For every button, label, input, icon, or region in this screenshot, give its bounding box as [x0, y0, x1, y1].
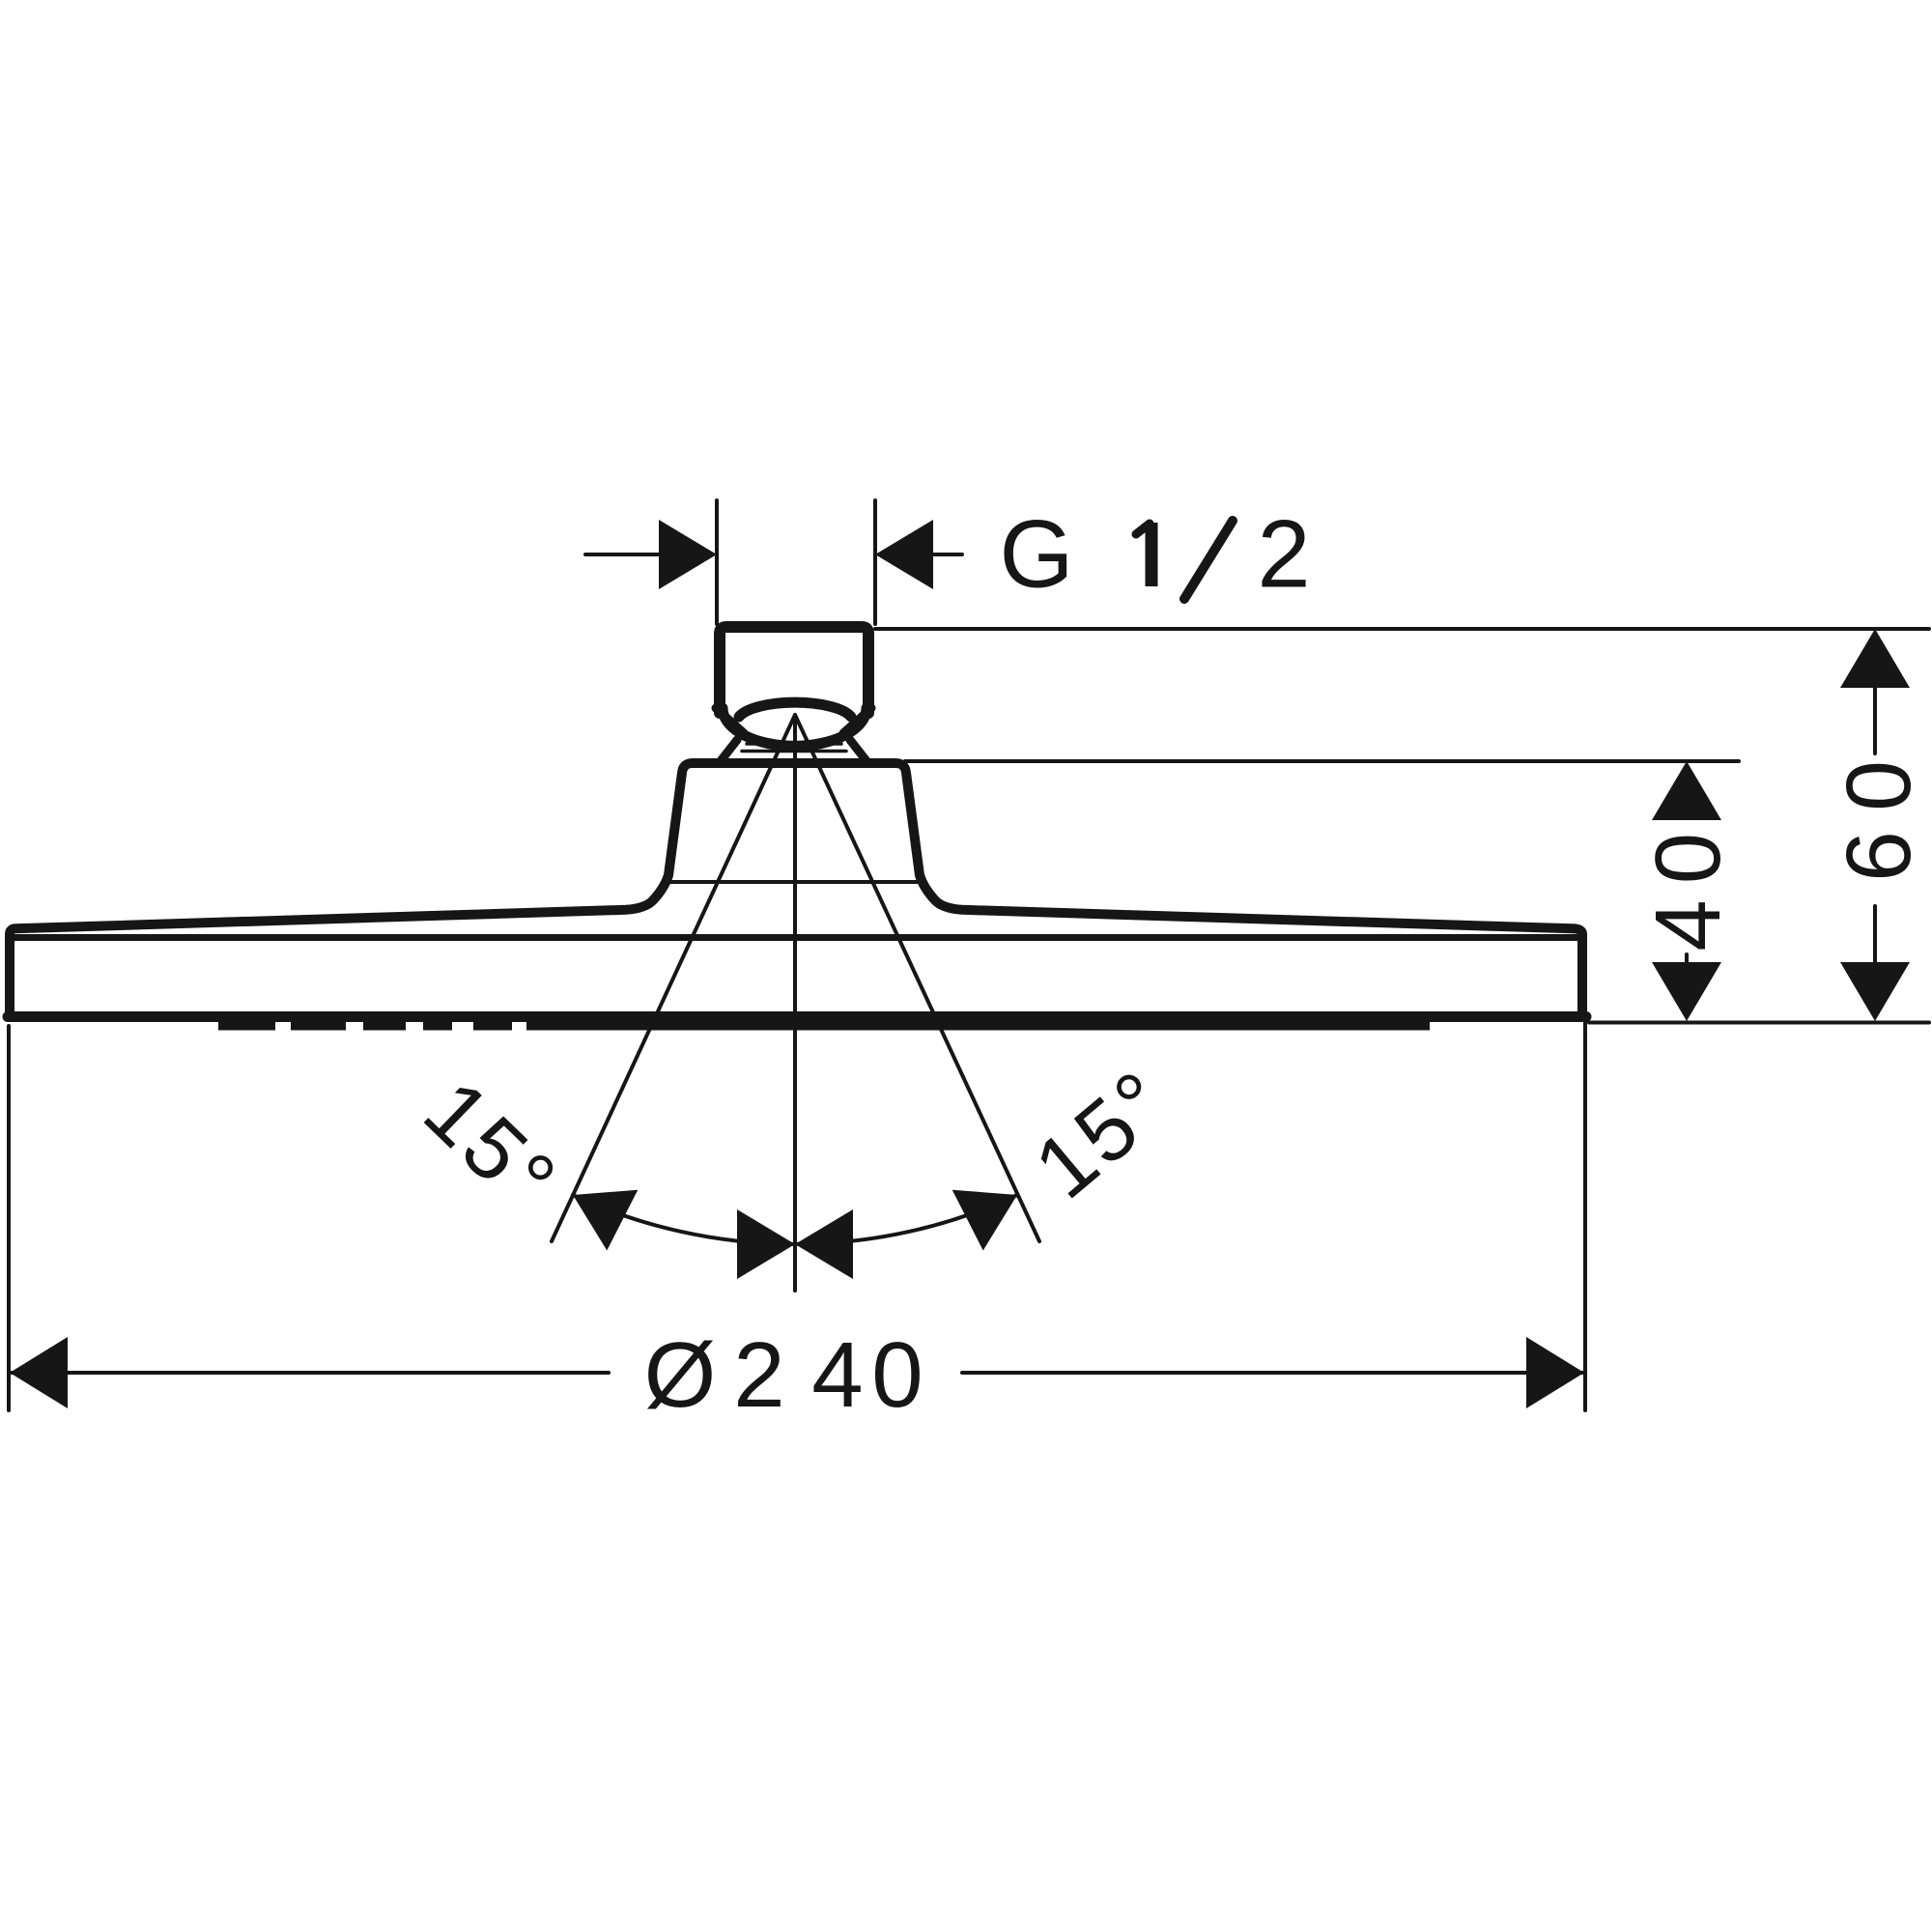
- svg-text:0: 0: [871, 1323, 923, 1427]
- svg-text:2: 2: [733, 1323, 784, 1427]
- svg-text:2: 2: [1257, 500, 1310, 608]
- svg-text:4: 4: [1636, 899, 1740, 951]
- svg-text:15°: 15°: [1017, 1051, 1189, 1217]
- svg-text:4: 4: [811, 1323, 863, 1427]
- svg-text:G: G: [999, 500, 1073, 608]
- svg-text:15°: 15°: [406, 1063, 576, 1232]
- svg-text:Ø: Ø: [644, 1323, 717, 1427]
- svg-text:6: 6: [1828, 831, 1930, 882]
- svg-text:0: 0: [1828, 760, 1930, 811]
- svg-text:0: 0: [1636, 833, 1740, 884]
